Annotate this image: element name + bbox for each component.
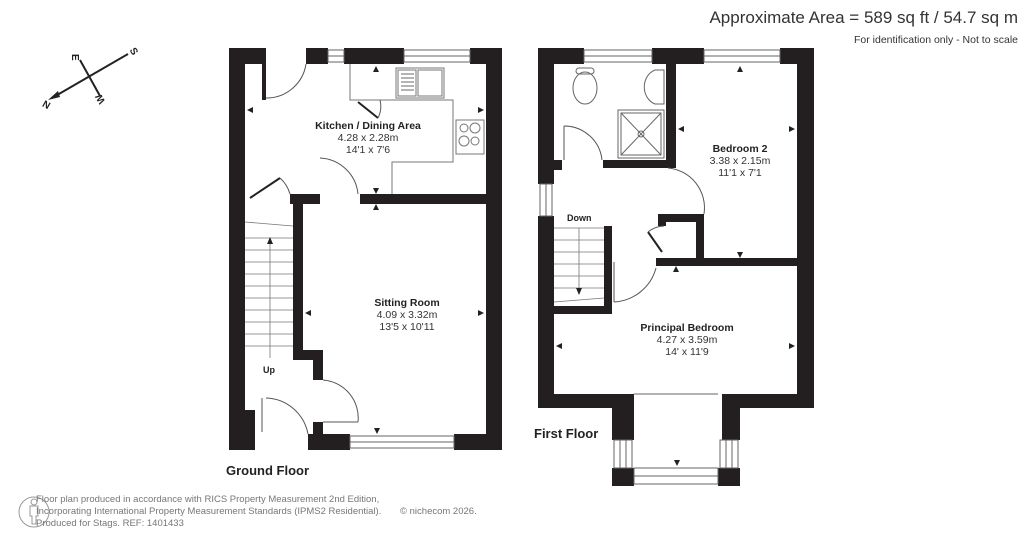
room-metric-size: 4.28 x 2.28m	[337, 132, 399, 144]
room-imperial-size: 11'1 x 7'1	[718, 167, 762, 179]
footer-disclaimer: Floor plan produced in accordance with R…	[36, 494, 477, 530]
room-name: Principal Bedroom	[640, 322, 734, 334]
room-imperial-size: 13'5 x 10'11	[379, 321, 435, 333]
compass-south-label: S	[127, 46, 140, 58]
room-metric-size: 3.38 x 2.15m	[709, 155, 771, 167]
room-bedroom-2: Bedroom 2 3.38 x 2.15m 11'1 x 7'1	[710, 143, 771, 179]
room-principal-bedroom: Principal Bedroom 4.27 x 3.59m 14' x 11'…	[640, 322, 733, 358]
room-imperial-size: 14'1 x 7'6	[345, 144, 391, 156]
compass-icon	[48, 53, 129, 100]
compass-north-label: N	[41, 97, 53, 110]
stairs-down-label: Down	[567, 213, 592, 223]
room-metric-size: 4.27 x 3.59m	[656, 334, 718, 346]
footer-line-2: Incorporating International Property Mea…	[36, 506, 382, 517]
compass-west-label: W	[94, 91, 109, 105]
footer-copyright: © nichecom 2026.	[400, 506, 477, 517]
room-name: Bedroom 2	[712, 143, 768, 155]
first-floor-label: First Floor	[534, 426, 599, 441]
first-floor-plan	[538, 48, 814, 486]
room-imperial-size: 14' x 11'9	[665, 346, 709, 358]
accessibility-person-icon	[18, 496, 50, 528]
compass-east-label: E	[69, 54, 80, 61]
approximate-area: Approximate Area = 589 sq ft / 54.7 sq m	[709, 8, 1018, 27]
footer-line-3: Produced for Stags. REF: 1401433	[36, 518, 184, 529]
room-name: Sitting Room	[374, 297, 440, 309]
room-sitting-room: Sitting Room 4.09 x 3.32m 13'5 x 10'11	[374, 297, 439, 333]
room-kitchen-dining: Kitchen / Dining Area 4.28 x 2.28m 14'1 …	[315, 120, 421, 156]
room-metric-size: 4.09 x 3.32m	[376, 309, 438, 321]
ground-floor-plan	[229, 48, 502, 450]
stairs-up-label: Up	[263, 365, 275, 375]
room-name: Kitchen / Dining Area	[315, 120, 421, 132]
footer-line-1: Floor plan produced in accordance with R…	[36, 494, 380, 505]
scale-disclaimer: For identification only - Not to scale	[854, 34, 1018, 46]
ground-floor-label: Ground Floor	[226, 463, 310, 478]
